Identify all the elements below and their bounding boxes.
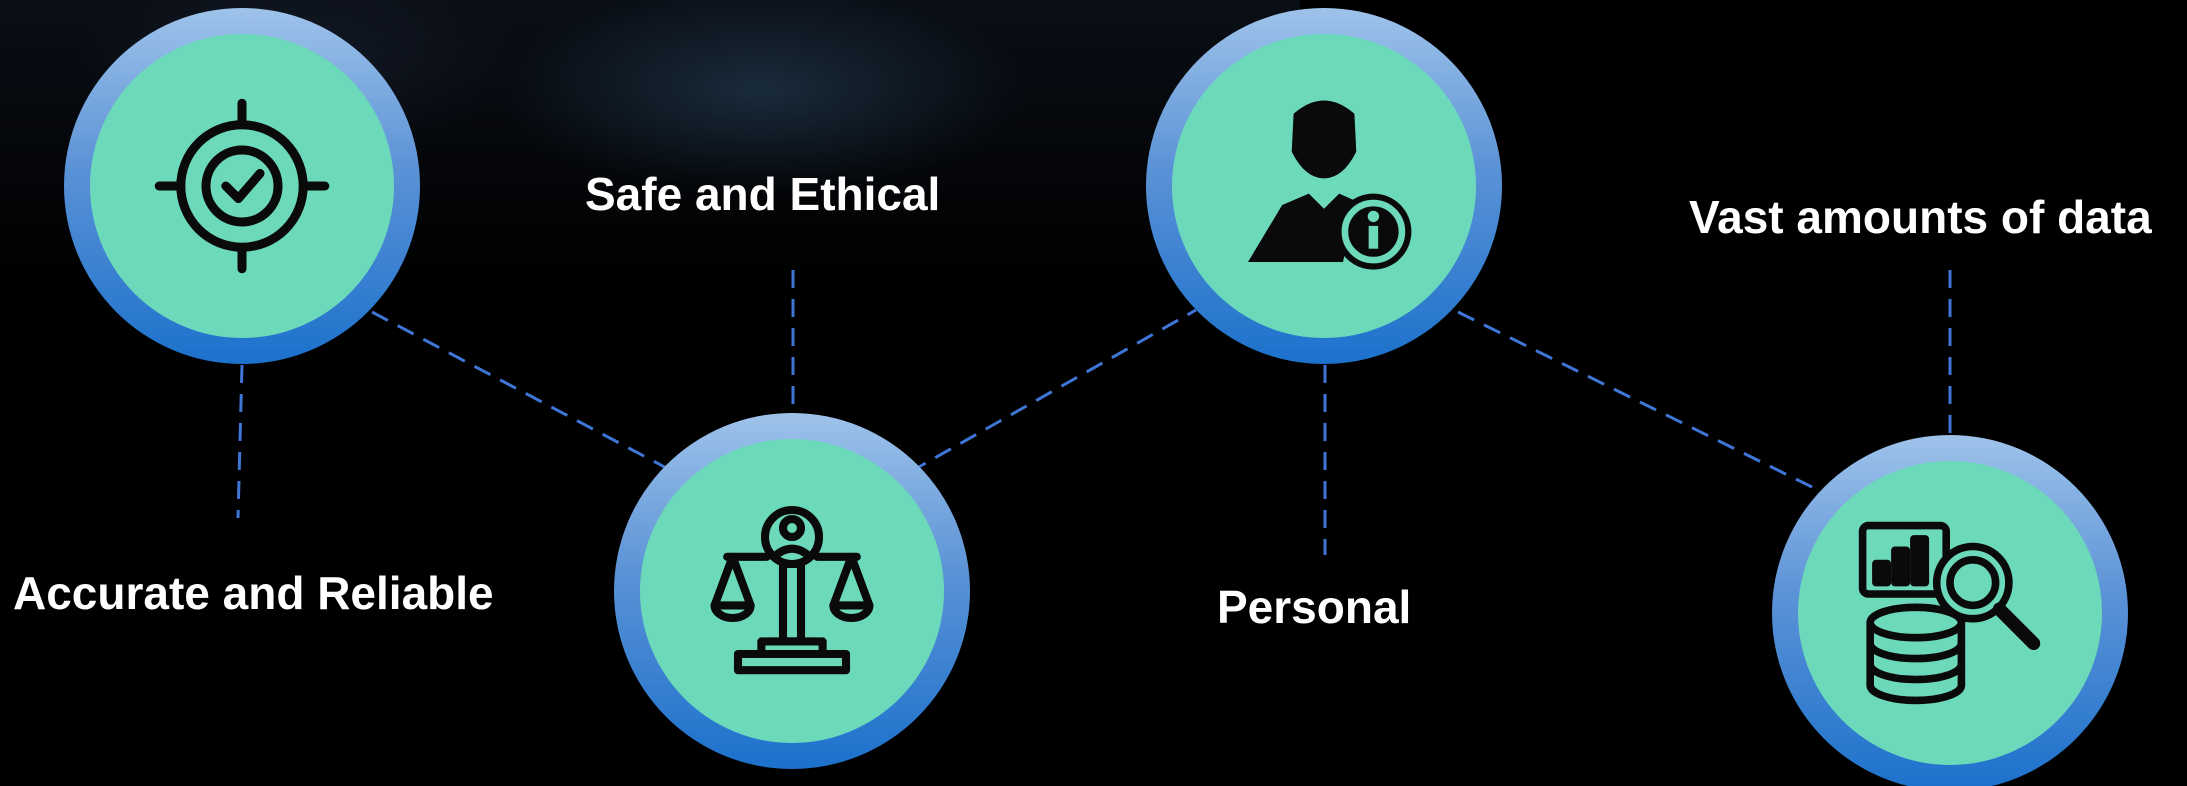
label-accurate-reliable: Accurate and Reliable bbox=[13, 567, 494, 619]
label-personal: Personal bbox=[1217, 581, 1412, 633]
node-personal bbox=[1146, 8, 1502, 364]
connector-3-4 bbox=[1457, 310, 1823, 494]
user-info-icon bbox=[1248, 100, 1412, 270]
node-vast-data bbox=[1772, 435, 2128, 786]
label-vast-data: Vast amounts of data bbox=[1689, 191, 2152, 243]
connector-1-2 bbox=[371, 310, 675, 474]
node-accurate-reliable-circle bbox=[90, 34, 394, 338]
node-personal-circle bbox=[1172, 34, 1476, 338]
label-safe-ethical: Safe and Ethical bbox=[585, 168, 941, 220]
target-check-icon bbox=[154, 98, 330, 274]
node-safe-ethical bbox=[614, 413, 970, 769]
node-vast-data-circle bbox=[1798, 461, 2102, 765]
stem-accurate bbox=[236, 364, 244, 519]
node-safe-ethical-circle bbox=[640, 439, 944, 743]
justice-scale-icon bbox=[710, 505, 874, 675]
connector-2-3 bbox=[909, 308, 1197, 474]
node-accurate-reliable bbox=[64, 8, 420, 364]
data-search-icon bbox=[1858, 521, 2041, 705]
